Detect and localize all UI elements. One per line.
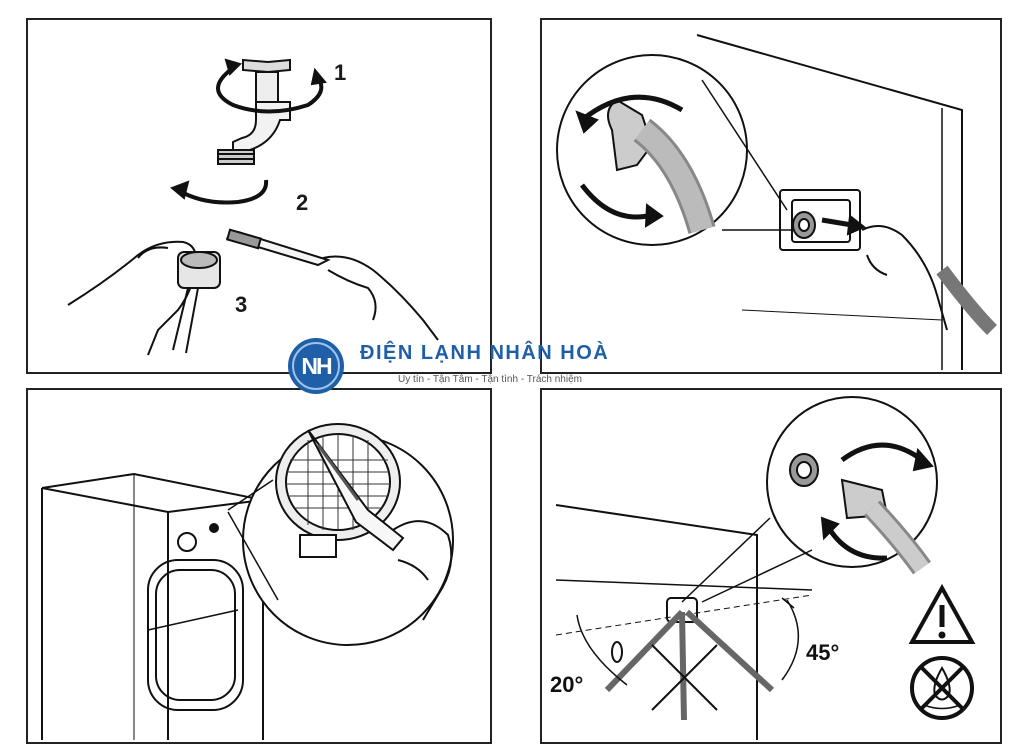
faucet-icon: [217, 58, 291, 165]
watermark: NH ĐIỆN LẠNH NHÂN HOÀ Uy tín - Tận Tâm -…: [286, 336, 646, 396]
washing-machine-icon: [555, 504, 813, 740]
step-number: 1: [334, 60, 347, 85]
panel-remove-hose: [540, 18, 1002, 374]
washing-machine-icon: [696, 34, 963, 370]
filter-icon: [792, 211, 816, 239]
machine-filter-illustration: [41, 423, 454, 740]
no-water-icon: [910, 656, 974, 720]
rotate-arrow-icon: [580, 183, 653, 220]
angle-label: 20°: [550, 672, 584, 697]
toothbrush-icon: [225, 228, 331, 267]
step-number: 2: [296, 190, 309, 215]
hand-icon: [322, 255, 439, 341]
panel-clean-machine-filter: [26, 388, 492, 744]
tap-illustration: [67, 58, 439, 356]
step-number: 3: [235, 292, 248, 317]
angle-label: 45°: [806, 640, 840, 665]
rotate-arrow-icon: [216, 66, 324, 114]
rotate-arrow-icon: [840, 442, 924, 463]
hand-icon: [861, 225, 997, 335]
hose-icon: [840, 478, 931, 575]
hose-illustration: [556, 34, 997, 370]
toothbrush-icon: [307, 429, 405, 552]
brand-slogan: Uy tín - Tận Tâm - Tận tình - Trách nhiệ…: [398, 374, 582, 385]
brand-logo-icon: [288, 338, 344, 394]
brand-name: ĐIỆN LẠNH NHÂN HOÀ: [360, 342, 610, 364]
rotate-arrow-icon: [176, 179, 269, 205]
washing-machine-icon: [41, 472, 264, 740]
hose-icon: [607, 98, 716, 234]
rotate-arrow-icon: [580, 94, 684, 122]
hose-angle-illustration: [555, 396, 976, 740]
warning-triangle-icon: [908, 583, 976, 644]
panel-clean-tap-filter: 1 2 3: [26, 18, 492, 374]
filter-icon: [789, 453, 819, 487]
hand-icon: [392, 520, 453, 621]
brand-logo-text: NH: [301, 353, 332, 379]
filter-icon: [172, 251, 221, 354]
panel-reattach-hose: 20° 45°: [540, 388, 1002, 744]
